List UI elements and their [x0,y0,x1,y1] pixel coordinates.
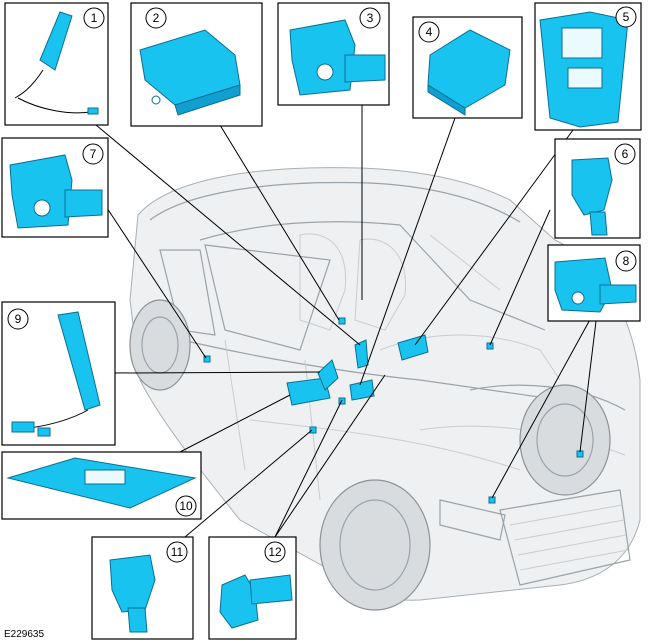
callout-number: 8 [623,254,630,268]
callout-number: 10 [179,499,193,513]
callout-box-4: 4 [412,16,523,119]
callout-box-2: 2 [130,2,263,127]
vehicle-illustration [129,167,641,611]
callout-number: 2 [153,11,160,25]
callout-box-12: 12 [208,536,297,640]
callout-box-6: 6 [554,138,641,239]
leader-lines [95,105,599,538]
callout-box-1: 1 [4,2,109,126]
callout-number: 1 [91,11,98,25]
callout-number: 4 [426,25,433,39]
callout-box-5: 5 [534,2,642,131]
callout-number: 3 [367,11,374,25]
callout-box-7: 7 [1,137,109,238]
callout-number: 7 [90,147,97,161]
callout-number: 9 [15,312,22,326]
callout-number: 5 [623,10,630,24]
callout-number: 12 [268,545,282,559]
callout-box-11: 11 [91,536,194,640]
callout-box-8: 8 [547,244,641,322]
figure-reference-code: E229635 [4,629,45,640]
callout-box-9: 9 [1,301,116,446]
callout-number: 11 [171,545,184,559]
callout-box-3: 3 [277,2,390,106]
callout-number: 6 [622,147,629,161]
callout-box-10: 10 [1,451,202,520]
